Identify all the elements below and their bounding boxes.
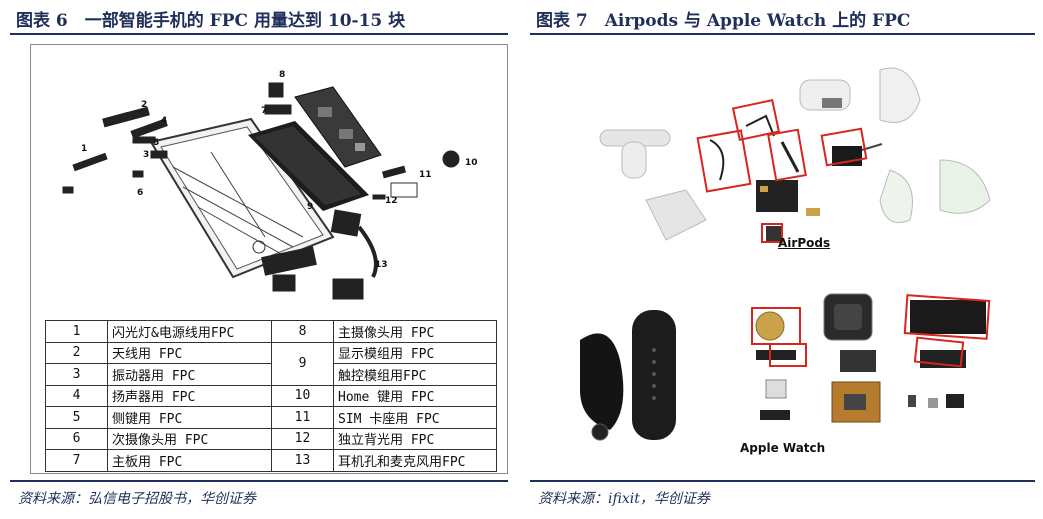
legend-num: 6: [45, 427, 108, 450]
figure-7-bottom-rule: [530, 480, 1035, 482]
legend-num: 5: [45, 406, 108, 429]
legend-num: 10: [271, 384, 334, 407]
callout-8: 8: [279, 70, 285, 80]
legend-num: 8: [271, 320, 334, 343]
legend-num: 11: [271, 406, 334, 429]
table-row: 4 扬声器用 FPC 10 Home 键用 FPC: [45, 384, 497, 407]
legend-desc: 振动器用 FPC: [107, 363, 272, 386]
figure-7-top-rule: [530, 33, 1035, 35]
small-parts-illustration: [62, 82, 460, 300]
callout-4: 4: [161, 116, 167, 126]
callout-11: 11: [419, 170, 432, 180]
legend-desc: 次摄像头用 FPC: [107, 427, 272, 450]
airpods-parts-illustration: [599, 67, 991, 242]
table-row: 3 振动器用 FPC 触控模组用FPC: [45, 363, 497, 386]
phone-frame-illustration: [149, 117, 335, 279]
fpc-legend-table: 1 闪光灯&电源线用FPC 8 主摄像头用 FPC 2 天线用 FPC 9 显示…: [45, 320, 497, 472]
display-panel-illustration: [248, 121, 369, 211]
figure-7-title: 图表 7 Airpods 与 Apple Watch 上的 FPC: [536, 11, 911, 31]
legend-num: 9: [271, 341, 334, 386]
exploded-view-svg: 1 2 3 4 5 6 7 8 9 10 11 12 13: [62, 70, 478, 300]
figure-6-panel: 图表 6 一部智能手机的 FPC 用量达到 10-15 块: [10, 0, 508, 519]
table-row: 6 次摄像头用 FPC 12 独立背光用 FPC: [45, 427, 497, 450]
table-row: 2 天线用 FPC 9 显示模组用 FPC: [45, 341, 497, 386]
callout-7: 7: [261, 106, 267, 116]
smartphone-exploded-diagram: 1 2 3 4 5 6 7 8 9 10 11 12 13: [33, 47, 505, 317]
legend-desc: 闪光灯&电源线用FPC: [107, 320, 272, 343]
legend-desc: 耳机孔和麦克风用FPC: [333, 449, 497, 472]
figure-6-frame: 1 2 3 4 5 6 7 8 9 10 11 12 13: [30, 44, 508, 474]
legend-num: 12: [271, 427, 334, 450]
legend-desc: SIM 卡座用 FPC: [333, 406, 497, 429]
legend-desc: 扬声器用 FPC: [107, 384, 272, 407]
figure-6-top-rule: [10, 33, 508, 35]
figure-6-title: 图表 6 一部智能手机的 FPC 用量达到 10-15 块: [16, 11, 406, 31]
callout-13: 13: [375, 260, 388, 270]
callout-9: 9: [307, 202, 313, 212]
legend-desc: 天线用 FPC: [107, 341, 272, 364]
legend-desc: 触控模组用FPC: [333, 363, 497, 386]
figure-6-bottom-rule: [10, 480, 508, 482]
apple-watch-label: Apple Watch: [740, 441, 826, 455]
airpods-fpc-highlights: [696, 99, 868, 243]
teardown-illustration-svg: [580, 67, 991, 441]
legend-num: 2: [45, 341, 108, 364]
callout-10: 10: [465, 158, 478, 168]
legend-num: 7: [45, 449, 108, 472]
watch-fpc-highlights: [751, 294, 991, 368]
legend-num: 4: [45, 384, 108, 407]
figure-7-source: 资料来源：ifixit，华创证券: [538, 491, 710, 507]
callout-2: 2: [141, 100, 147, 110]
table-row: 5 侧键用 FPC 11 SIM 卡座用 FPC: [45, 406, 497, 429]
table-row: 7 主板用 FPC 13 耳机孔和麦克风用FPC: [45, 449, 497, 472]
legend-num: 13: [271, 449, 334, 472]
callout-3: 3: [143, 150, 149, 160]
callout-5: 5: [153, 138, 159, 148]
airpods-watch-teardown-photo: [560, 50, 1030, 475]
callout-12: 12: [385, 196, 398, 206]
figure-7-panel: 图表 7 Airpods 与 Apple Watch 上的 FPC: [530, 0, 1035, 519]
figure-6-source: 资料来源：弘信电子招股书，华创证券: [18, 491, 256, 507]
main-board-illustration: [294, 86, 382, 168]
watch-parts-illustration: [580, 293, 986, 441]
table-row: 1 闪光灯&电源线用FPC 8 主摄像头用 FPC: [45, 320, 497, 343]
legend-desc: Home 键用 FPC: [333, 384, 497, 407]
callout-6: 6: [137, 188, 143, 198]
legend-desc: 独立背光用 FPC: [333, 427, 497, 450]
legend-desc: 主摄像头用 FPC: [333, 320, 497, 343]
callout-1: 1: [81, 144, 87, 154]
legend-desc: 显示模组用 FPC: [333, 341, 497, 364]
legend-desc: 主板用 FPC: [107, 449, 272, 472]
legend-num: 1: [45, 320, 108, 343]
legend-desc: 侧键用 FPC: [107, 406, 272, 429]
legend-num: 3: [45, 363, 108, 386]
airpods-label: AirPods: [778, 236, 831, 250]
